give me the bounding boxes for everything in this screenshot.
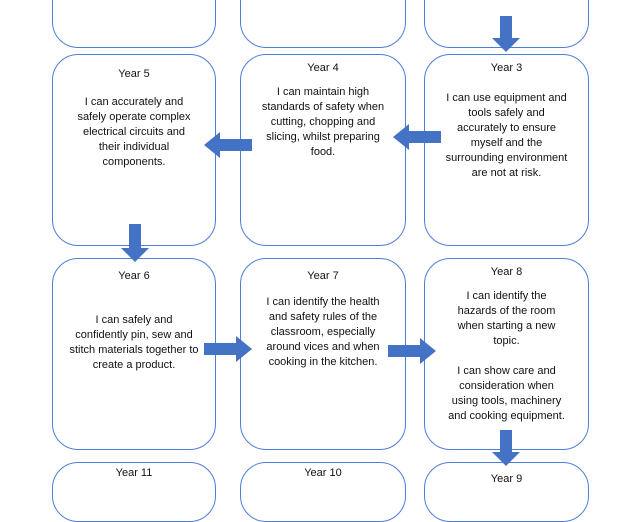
arrow-down-icon (492, 16, 520, 52)
card-title: Year 8 (490, 266, 523, 278)
arrow-right-icon (388, 338, 436, 364)
arrow-left-icon (204, 132, 252, 158)
card-title: Year 3 (490, 62, 523, 74)
arrow-down-icon (492, 430, 520, 466)
card-title: Year 5 (118, 68, 150, 80)
card-title: Year 9 (490, 473, 523, 485)
card-year-9: Year 9 (424, 462, 589, 522)
card-year-4: Year 4 I can maintain high standards of … (240, 54, 406, 246)
card-text-hazards: I can identify the hazards of the room w… (457, 290, 556, 347)
card-title: Year 7 (307, 270, 339, 282)
card-text: I can identify the health and safety rul… (266, 296, 380, 368)
card-top-left (52, 0, 216, 48)
card-text: I can accurately and safely operate comp… (77, 96, 191, 168)
card-title: Year 6 (118, 270, 150, 282)
card-text: I can maintain high standards of safety … (261, 86, 385, 158)
arrow-left-icon (393, 124, 441, 150)
arrow-down-icon (121, 224, 149, 262)
card-year-3: Year 3 I can use equipment and tools saf… (424, 54, 589, 246)
card-title: Year 11 (115, 467, 153, 479)
card-year-5: Year 5 I can accurately and safely opera… (52, 54, 216, 246)
card-year-10: Year 10 (240, 462, 406, 522)
card-year-8: Year 8 I can identify the hazards of the… (424, 258, 589, 450)
card-title: Year 10 (304, 467, 342, 479)
card-year-11: Year 11 (52, 462, 216, 522)
card-year-6: Year 6 I can safely and confidently pin,… (52, 258, 216, 450)
card-top-middle (240, 0, 406, 48)
arrow-right-icon (204, 336, 252, 362)
card-text: I can safely and confidently pin, sew an… (69, 314, 199, 371)
card-year-7: Year 7 I can identify the health and saf… (240, 258, 406, 450)
card-title: Year 4 (307, 62, 339, 74)
card-text: I can use equipment and tools safely and… (445, 92, 568, 179)
card-text-care: I can show care and consideration when u… (448, 365, 565, 422)
